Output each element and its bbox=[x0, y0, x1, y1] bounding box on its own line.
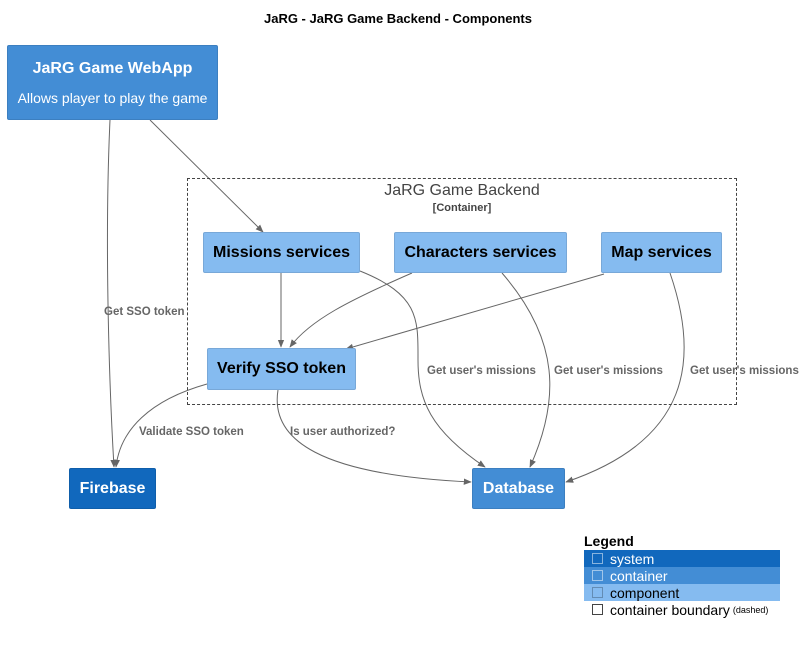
legend-swatch-icon bbox=[592, 553, 603, 564]
node-verify-sso-token[interactable]: Verify SSO token bbox=[207, 348, 356, 390]
legend-item-label: system bbox=[610, 550, 655, 567]
node-database-label: Database bbox=[482, 479, 555, 497]
diagram-title: JaRG - JaRG Game Backend - Components bbox=[263, 11, 532, 26]
legend-item-label: container boundary bbox=[610, 601, 730, 618]
node-verify-sso-token-label: Verify SSO token bbox=[217, 360, 346, 377]
legend-item-system: system bbox=[584, 550, 780, 567]
container-boundary bbox=[187, 178, 737, 405]
legend-swatch-icon bbox=[592, 604, 603, 615]
edge-verify-database bbox=[276, 389, 472, 485]
edge-missions-database bbox=[359, 270, 486, 468]
legend-title: Legend bbox=[584, 533, 634, 549]
edge-webapp-missions bbox=[149, 119, 264, 233]
legend: Legend system container component contai… bbox=[584, 533, 780, 618]
edge-label-get-sso-token: Get SSO token bbox=[104, 306, 185, 318]
legend-item-container: container bbox=[584, 567, 780, 584]
node-missions-services[interactable]: Missions services bbox=[203, 232, 360, 273]
boundary-technology: [Container] bbox=[432, 202, 492, 214]
legend-swatch-icon bbox=[592, 587, 603, 598]
legend-item-boundary: container boundary (dashed) bbox=[584, 601, 780, 618]
edge-verify-firebase bbox=[113, 383, 208, 468]
node-webapp[interactable]: JaRG Game WebApp Allows player to play t… bbox=[7, 45, 218, 120]
edge-characters-database bbox=[501, 272, 551, 468]
node-characters-services-label: Characters services bbox=[404, 243, 557, 261]
legend-item-label: container bbox=[610, 567, 668, 584]
node-map-services[interactable]: Map services bbox=[601, 232, 722, 273]
legend-item-component: component bbox=[584, 584, 780, 601]
node-database[interactable]: Database bbox=[472, 468, 565, 509]
legend-item-note: (dashed) bbox=[732, 604, 769, 615]
node-webapp-description: Allows player to play the game bbox=[17, 89, 208, 106]
boundary-title: JaRG Game Backend bbox=[384, 182, 540, 199]
edge-webapp-firebase bbox=[106, 119, 117, 468]
edge-characters-verify bbox=[289, 272, 413, 348]
node-webapp-name: JaRG Game WebApp bbox=[32, 59, 193, 77]
node-characters-services[interactable]: Characters services bbox=[394, 232, 567, 273]
edge-map-verify bbox=[345, 273, 605, 351]
node-firebase[interactable]: Firebase bbox=[69, 468, 156, 509]
legend-swatch-icon bbox=[592, 570, 603, 581]
node-firebase-label: Firebase bbox=[79, 479, 146, 497]
edge-map-database bbox=[565, 272, 685, 483]
edge-label-get-missions-1: Get user's missions bbox=[427, 365, 536, 377]
node-missions-services-label: Missions services bbox=[213, 243, 350, 261]
edge-label-get-missions-2: Get user's missions bbox=[554, 365, 663, 377]
legend-item-label: component bbox=[610, 584, 680, 601]
edge-label-get-missions-3: Get user's missions bbox=[690, 365, 799, 377]
edge-label-validate-sso: Validate SSO token bbox=[139, 426, 244, 438]
edge-label-is-authorized: Is user authorized? bbox=[290, 426, 395, 438]
node-map-services-label: Map services bbox=[611, 243, 712, 261]
